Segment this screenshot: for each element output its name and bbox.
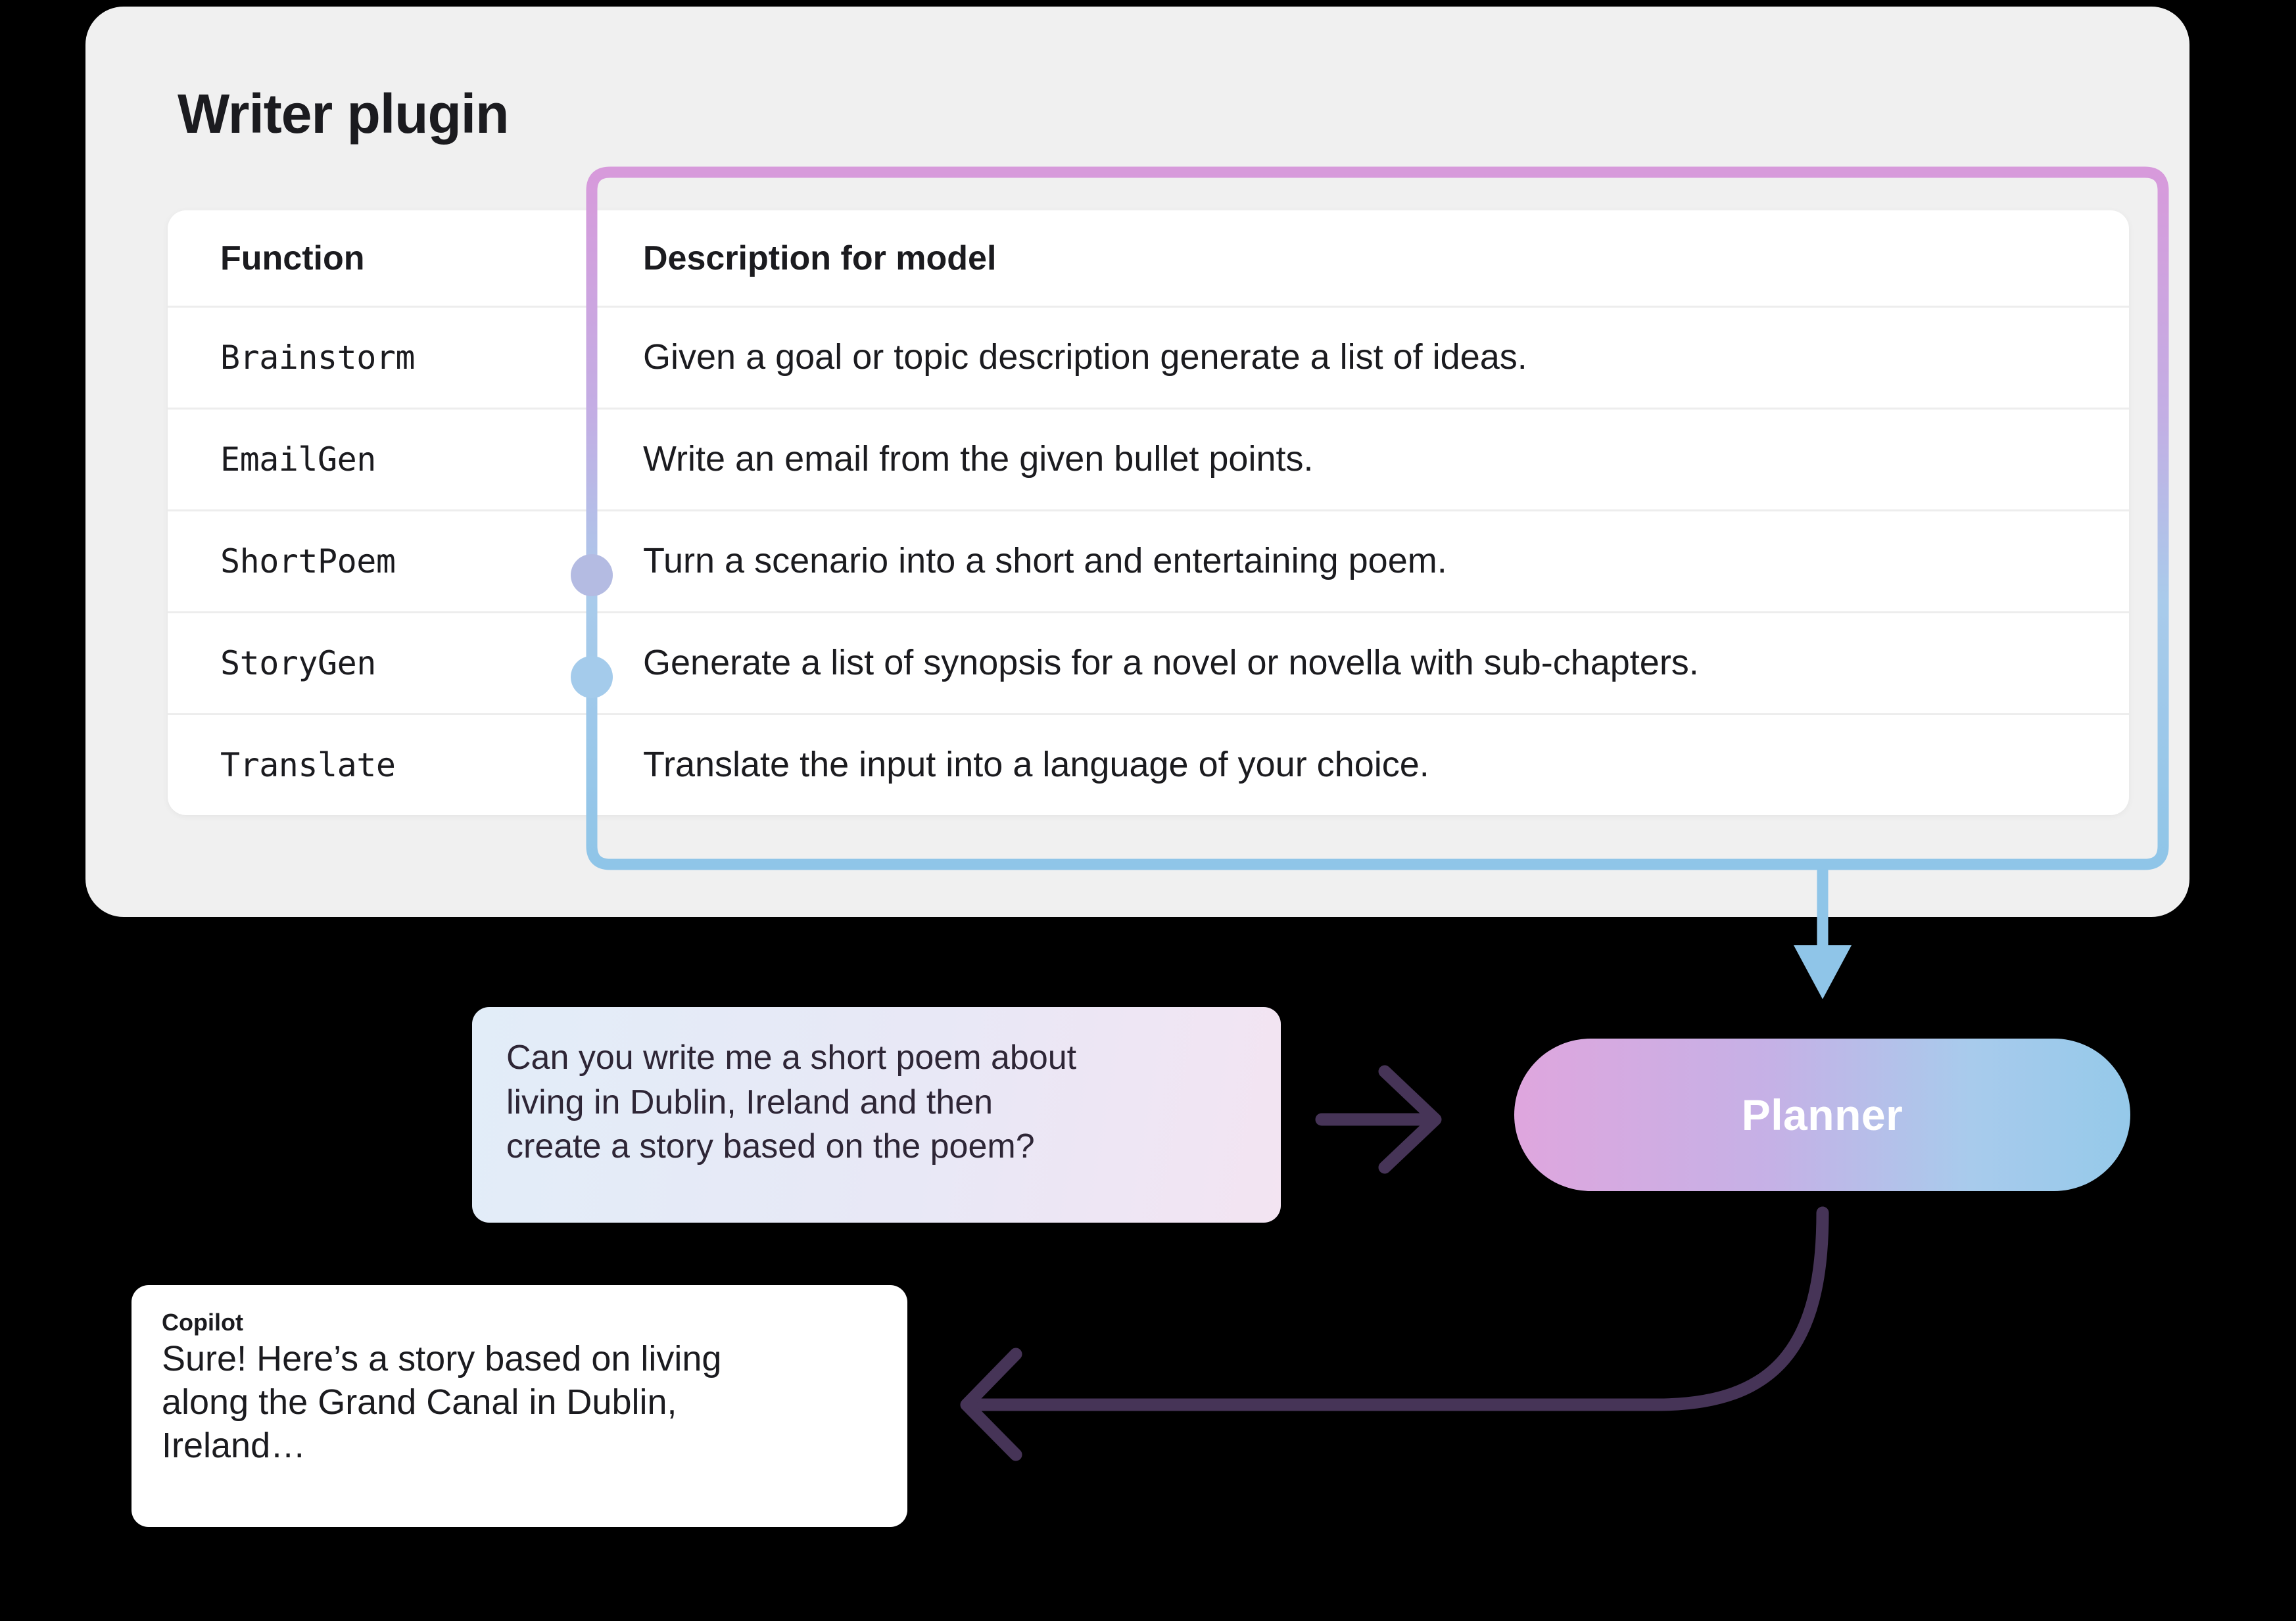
copilot-arrow-head <box>960 1348 1022 1461</box>
function-name: Brainstorm <box>220 339 416 377</box>
user-message-line: create a story based on the poem? <box>506 1127 1035 1166</box>
page-title: Writer plugin <box>178 83 509 145</box>
table-row[interactable]: Translate Translate the input into a lan… <box>168 713 2129 815</box>
user-message-bubble[interactable]: Can you write me a short poem about livi… <box>472 1007 1281 1223</box>
table-row[interactable]: ShortPoem Turn a scenario into a short a… <box>168 509 2129 611</box>
copilot-message-line: Sure! Here’s a story based on living <box>162 1339 722 1378</box>
user-message-line: living in Dublin, Ireland and then <box>506 1083 993 1121</box>
table-row[interactable]: StoryGen Generate a list of synopsis for… <box>168 611 2129 713</box>
copilot-response-card[interactable]: Copilot Sure! Here’s a story based on li… <box>132 1285 907 1527</box>
user-message-line: Can you write me a short poem about <box>506 1039 1077 1077</box>
function-description: Given a goal or topic description genera… <box>643 337 1527 377</box>
planner-label: Planner <box>1741 1091 1903 1139</box>
function-name: Translate <box>220 746 396 784</box>
column-header-function: Function <box>220 239 365 277</box>
function-name: ShortPoem <box>220 542 396 580</box>
copilot-label: Copilot <box>162 1309 243 1336</box>
planner-arrow-head <box>1794 945 1852 999</box>
user-to-planner-arrow <box>1315 1065 1442 1174</box>
function-description: Translate the input into a language of y… <box>643 745 1429 785</box>
function-description: Turn a scenario into a short and enterta… <box>643 541 1447 581</box>
table-row[interactable]: Brainstorm Given a goal or topic descrip… <box>168 306 2129 408</box>
planner-to-copilot-arrow <box>971 1206 1829 1411</box>
copilot-message: Sure! Here’s a story based on living alo… <box>162 1338 877 1468</box>
planner-node[interactable]: Planner <box>1514 1039 2130 1191</box>
function-description: Generate a list of synopsis for a novel … <box>643 643 1699 683</box>
copilot-message-line: Ireland… <box>162 1425 306 1465</box>
function-table: Function Description for model Brainstor… <box>168 210 2129 815</box>
function-name: StoryGen <box>220 644 376 682</box>
column-header-description: Description for model <box>643 239 997 277</box>
copilot-message-line: along the Grand Canal in Dublin, <box>162 1382 677 1422</box>
function-description: Write an email from the given bullet poi… <box>643 439 1314 479</box>
table-header-row: Function Description for model <box>168 210 2129 306</box>
table-row[interactable]: EmailGen Write an email from the given b… <box>168 408 2129 509</box>
function-name: EmailGen <box>220 440 376 479</box>
